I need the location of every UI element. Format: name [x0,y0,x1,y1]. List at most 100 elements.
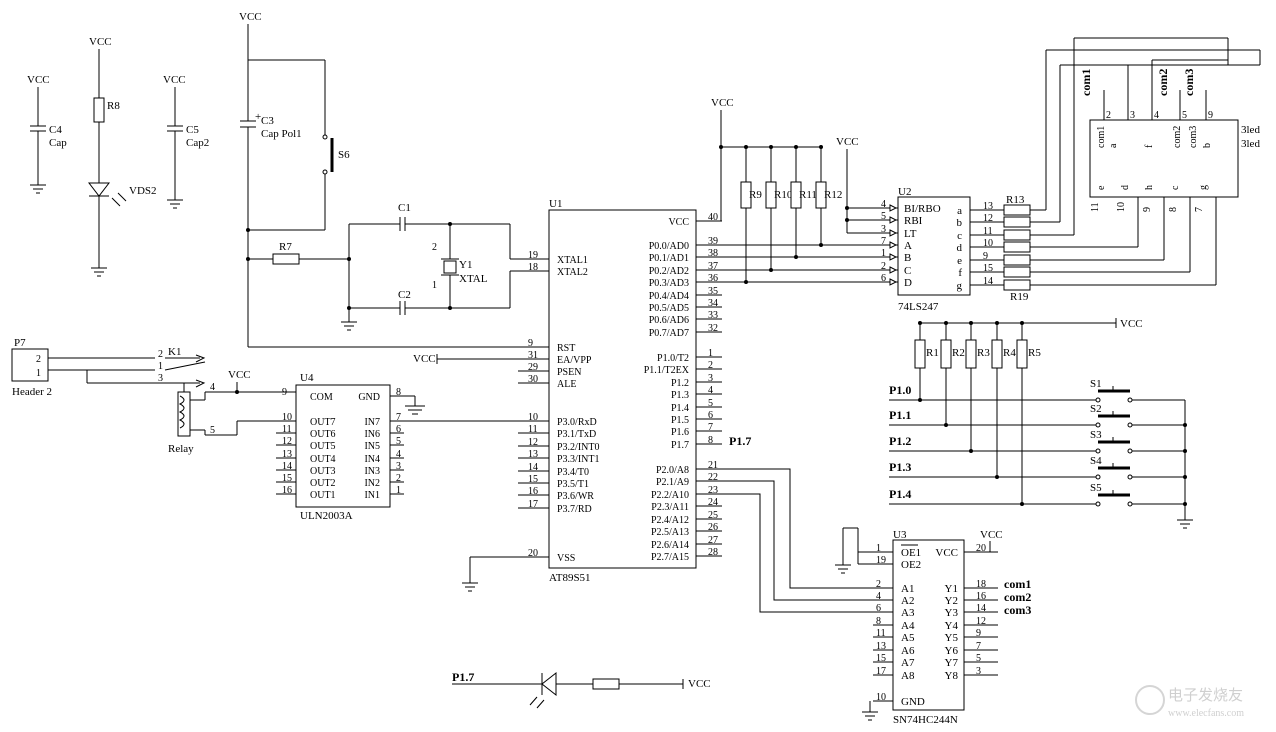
u2-pin-number: 14 [983,276,993,287]
u3-pin-name: A2 [901,595,914,607]
u3-pin-name: GND [901,696,925,708]
u2-pin-number: 7 [881,236,886,247]
u4-ref: U4 [300,372,314,384]
u1-pin-number: 17 [528,499,538,510]
keypad-switch-ref: S1 [1090,378,1102,390]
u1-pin-name: P2.5/A13 [651,527,689,538]
p7-pin: 2 [36,354,41,365]
u3-pin-number: 20 [976,543,986,554]
u4-pin-number: 9 [282,387,287,398]
u4-pin-number: 13 [282,449,292,460]
u2-pin-name: d [957,242,963,254]
u1-pin-name: XTAL2 [557,267,588,278]
u1-pin-number: 29 [528,362,538,373]
u1-pin-name: P0.7/AD7 [649,328,689,339]
u1-pin-number: 38 [708,248,718,259]
u1-pin-number: 27 [708,535,718,546]
u1-pin-name: P3.2/INT0 [557,442,600,453]
keypad-switch-ref: S5 [1090,482,1102,494]
u4-pin-number: 15 [282,473,292,484]
u1-pin-name: VCC [668,217,689,228]
u2-pin-name: RBI [904,215,923,227]
u1-pin-number: 3 [708,373,713,384]
vcc-label: VCC [711,97,734,109]
u3-pin-number: 9 [976,628,981,639]
u3-pin-number: 4 [876,591,881,602]
display-name: 3led [1241,124,1260,136]
u1-pin-number: 16 [528,486,538,497]
watermark-logo: 电子发烧友 www.elecfans.com [1135,685,1244,719]
vcc-label: VCC [688,678,711,690]
u3-com2-netlabel: com2 [1004,590,1031,604]
u1-pin-number: 31 [528,350,538,361]
u4-pin-name: OUT6 [310,429,336,440]
c4-value: Cap [49,137,67,149]
watermark-name: 电子发烧友 [1168,687,1243,704]
u3-pin-number: 8 [876,616,881,627]
keypad-port-label: P1.1 [889,408,911,422]
u3-sn74hc244n: U3 SN74HC244N OE11OE219A12A24A36A48A511A… [722,468,1031,726]
p17-led-circuit: P1.7 VCC [452,670,711,709]
u3-pin-name: Y1 [945,583,958,595]
u1-pin-number: 26 [708,522,718,533]
u1-pin-number: 21 [708,460,718,471]
u3-pin-number: 17 [876,666,886,677]
u2-pin-name: C [904,265,911,277]
u1-pin-name: P1.3 [671,390,689,401]
u2-pin-number: 12 [983,213,993,224]
u2-pin-number: 10 [983,238,993,249]
u1-pin-name: P3.3/INT1 [557,454,600,465]
u4-pin-number: 7 [396,412,401,423]
u1-pin-number: 12 [528,437,538,448]
u3-pin-number: 1 [876,543,881,554]
u4-pin-number: 14 [282,461,292,472]
display-segment-label: f [1144,144,1155,148]
r7-ref: R7 [279,241,292,253]
u1-pin-name: P1.7 [671,440,689,451]
u1-pin-number: 24 [708,497,718,508]
pullup-ref: R10 [774,189,793,201]
vcc-label: VCC [228,369,251,381]
u2-pin-name: b [957,217,963,229]
u1-pin-number: 4 [708,385,713,396]
u1-pin-name: P1.6 [671,427,689,438]
u1-pin-name: P1.2 [671,378,689,389]
y1-pin: 1 [432,280,437,291]
display-pin-number: 9 [1142,207,1153,212]
u1-pin-name: P2.4/A12 [651,515,689,526]
u4-pin-number: 1 [396,485,401,496]
u1-pin-name: P3.1/TxD [557,429,596,440]
relay-pin: 4 [210,382,215,393]
c4-ref: C4 [49,124,62,136]
u1-pin-name: P0.1/AD1 [649,253,689,264]
u1-pin-number: 1 [708,348,713,359]
keypad-port-label: P1.4 [889,487,911,501]
u4-pin-name: IN2 [364,478,380,489]
relay-pin: 5 [210,425,215,436]
reset-circuit: VCC + C3 Cap Pol1 S6 R7 [239,11,530,348]
display-pin-number: 10 [1116,202,1127,212]
u1-pin-name: P1.1/T2EX [644,365,690,376]
u4-pin-number: 4 [396,449,401,460]
u1-pin-number: 30 [528,374,538,385]
display-pin-number: 7 [1194,207,1205,212]
u1-pin-number: 10 [528,412,538,423]
u2-pin-number: 4 [881,199,886,210]
u1-pin-name: P3.5/T1 [557,479,589,490]
u1-pin-name: P0.5/AD5 [649,303,689,314]
vds2-ref: VDS2 [129,185,157,197]
u1-pin-name: PSEN [557,367,581,378]
u4-pin-number: 5 [396,436,401,447]
c5-ref: C5 [186,124,199,136]
u3-pin-number: 13 [876,641,886,652]
u1-pin-name: P2.7/A15 [651,552,689,563]
u3-com1-netlabel: com1 [1004,577,1031,591]
u2-pin-name: D [904,277,912,289]
u1-pin-name: VSS [557,553,575,564]
display-segment-label: e [1096,185,1107,190]
u1-pin-number: 19 [528,250,538,261]
u3-pin-name: Y2 [945,595,958,607]
display-pin-number: 9 [1208,110,1213,121]
